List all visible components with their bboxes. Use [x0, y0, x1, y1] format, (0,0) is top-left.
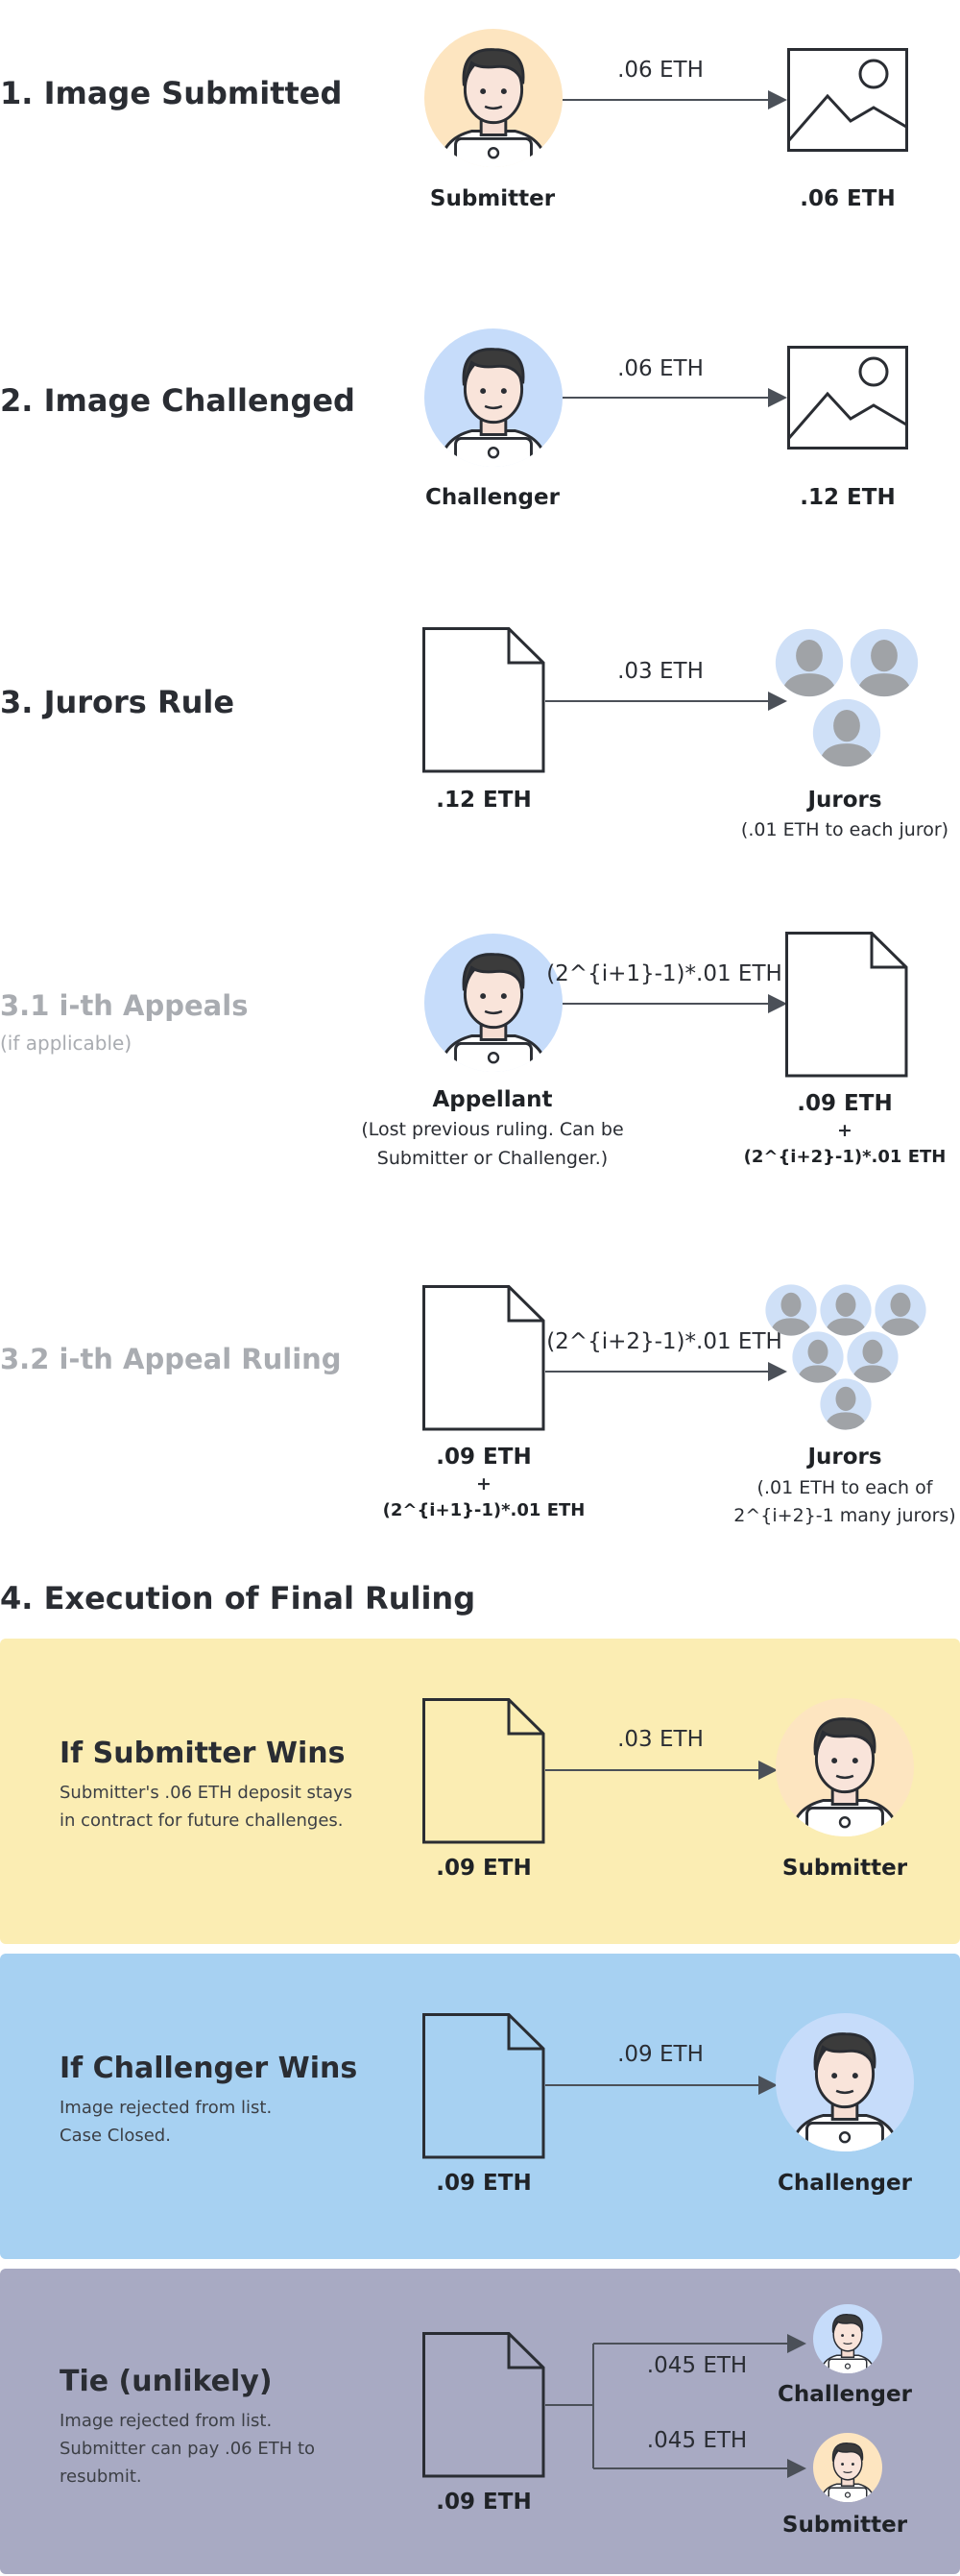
document-amount: .09 ETH: [797, 1091, 893, 1116]
arrow-label: (2^{i+2}-1)*.01 ETH: [546, 1329, 782, 1354]
challenger-label: Challenger: [778, 2171, 912, 2196]
pool-amount: .12 ETH: [800, 485, 896, 510]
document-icon: [422, 2013, 545, 2159]
person-icon: [812, 2432, 883, 2503]
juror-icon: [791, 1330, 845, 1384]
section-3-1-title: 3.1 i-th Appeals: [0, 989, 249, 1022]
arrow-label: .045 ETH: [646, 2428, 748, 2453]
document-amount: .12 ETH: [436, 788, 532, 813]
juror-icon: [874, 1283, 927, 1337]
jurors-note: (.01 ETH to each of: [756, 1477, 933, 1498]
submitter-label: Submitter: [429, 186, 556, 211]
panel-description: Image rejected from list.: [60, 2098, 273, 2118]
submitter-label: Submitter: [781, 2513, 908, 2538]
arrow-icon: [545, 2076, 778, 2095]
juror-icon: [819, 1283, 873, 1337]
image-icon: [787, 346, 908, 450]
tie-panel: Tie (unlikely) Image rejected from list.…: [0, 2269, 960, 2574]
document-amount: .09 ETH: [436, 1856, 532, 1881]
submitter-label: Submitter: [781, 1856, 908, 1881]
appellant-note: Submitter or Challenger.): [376, 1148, 609, 1169]
arrow-icon: [545, 1761, 778, 1780]
plus-sign: +: [476, 1473, 492, 1495]
juror-icon: [764, 1283, 818, 1337]
section-1-title: 1. Image Submitted: [0, 75, 343, 111]
document-formula: (2^{i+1}-1)*.01 ETH: [382, 1500, 586, 1520]
juror-icon: [819, 1377, 873, 1431]
pool-amount: .06 ETH: [800, 186, 896, 211]
arrow-icon: [545, 2334, 806, 2478]
person-icon: [774, 1696, 916, 1838]
arrow-label: .06 ETH: [617, 356, 704, 381]
document-icon: [422, 2332, 545, 2478]
arrow-label: .045 ETH: [646, 2353, 748, 2378]
jurors-note: (.01 ETH to each juror): [740, 819, 949, 840]
jurors-label: Jurors: [807, 788, 882, 813]
image-icon: [787, 48, 908, 152]
panel-description: in contract for future challenges.: [60, 1810, 344, 1831]
arrow-label: (2^{i+1}-1)*.01 ETH: [546, 961, 782, 986]
document-amount: .09 ETH: [436, 1445, 532, 1470]
arrow-label: .03 ETH: [617, 1727, 704, 1752]
arrow-label: .03 ETH: [617, 659, 704, 684]
document-amount: .09 ETH: [436, 2490, 532, 2515]
panel-description: Image rejected from list.: [60, 2411, 273, 2431]
section-3-1-subtitle: (if applicable): [0, 1032, 132, 1055]
juror-icon: [846, 1330, 900, 1384]
arrow-label: .06 ETH: [617, 58, 704, 83]
panel-description: Submitter's .06 ETH deposit stays: [60, 1783, 352, 1803]
panel-title: If Submitter Wins: [60, 1737, 346, 1770]
appellant-note: (Lost previous ruling. Can be: [361, 1119, 624, 1140]
person-icon: [774, 2011, 916, 2153]
section-3-2-title: 3.2 i-th Appeal Ruling: [0, 1343, 342, 1375]
panel-description: Submitter can pay .06 ETH to: [60, 2439, 316, 2459]
arrow-label: .09 ETH: [617, 2042, 704, 2067]
person-icon: [812, 2303, 883, 2374]
panel-description: Case Closed.: [60, 2126, 171, 2146]
document-amount: .09 ETH: [436, 2171, 532, 2196]
challenger-label: Challenger: [425, 485, 560, 510]
panel-description: resubmit.: [60, 2467, 142, 2487]
panel-title: If Challenger Wins: [60, 2052, 358, 2085]
submitter-wins-panel: If Submitter Wins Submitter's .06 ETH de…: [0, 1639, 960, 1944]
section-3-title: 3. Jurors Rule: [0, 684, 235, 720]
document-icon: [422, 1285, 545, 1431]
document-formula: (2^{i+2}-1)*.01 ETH: [743, 1147, 947, 1167]
document-icon: [422, 627, 545, 773]
appellant-label: Appellant: [432, 1087, 553, 1112]
section-4-title: 4. Execution of Final Ruling: [0, 1580, 476, 1616]
section-2-title: 2. Image Challenged: [0, 382, 355, 419]
challenger-label: Challenger: [778, 2382, 912, 2407]
document-icon: [785, 932, 908, 1078]
jurors-note: 2^{i+2}-1 many jurors): [733, 1505, 956, 1526]
document-icon: [422, 1698, 545, 1844]
jurors-label: Jurors: [807, 1445, 882, 1470]
panel-title: Tie (unlikely): [60, 2365, 273, 2398]
challenger-wins-panel: If Challenger Wins Image rejected from l…: [0, 1954, 960, 2259]
plus-sign: +: [837, 1120, 852, 1141]
